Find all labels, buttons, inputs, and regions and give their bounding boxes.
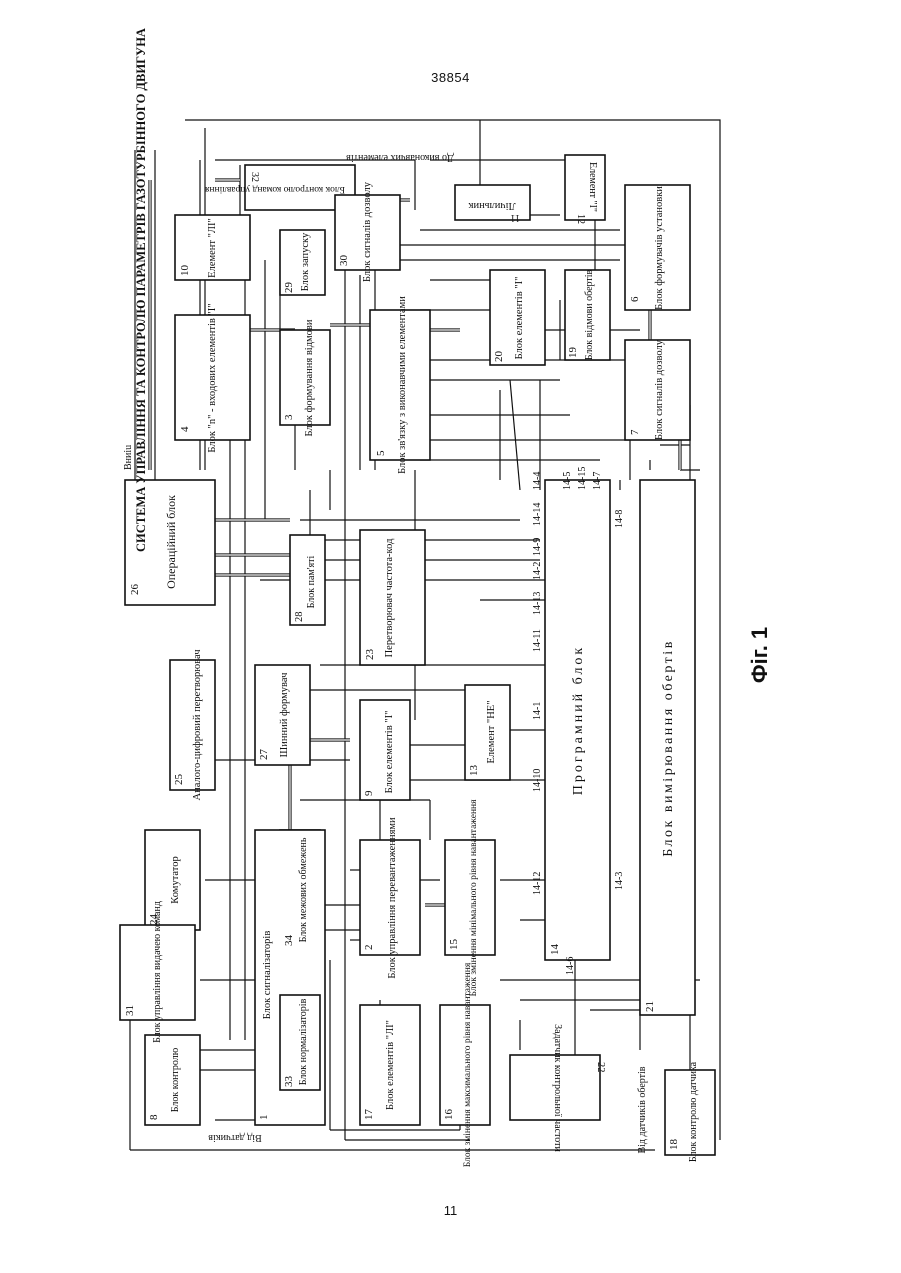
block-10-num: 10: [179, 265, 191, 277]
block-9-num: 9: [363, 790, 375, 796]
block-31-label: Блок управління видачею команд: [152, 901, 163, 1043]
page-number-bottom: 11: [0, 1203, 901, 1218]
block-13-label: Елемент "НЕ": [486, 700, 497, 763]
block-26-label: Операційний блок: [164, 495, 178, 589]
block-34-label: Блок межових обмежень: [298, 837, 309, 942]
block-5-num: 5: [375, 450, 387, 456]
from-speed-sensors-label: Від датчиків обертів: [637, 1066, 648, 1153]
block-22-num: 22: [595, 1062, 606, 1073]
output-14-6: 14-6: [565, 957, 576, 975]
block-19-label: Блок відмови обертів: [584, 269, 595, 360]
output-14-12: 14-12: [532, 872, 543, 895]
block-16-label: Блок змінення максимального рівня навант…: [463, 962, 473, 1167]
block-14-num: 14: [549, 944, 561, 956]
block-6-num: 6: [629, 296, 641, 302]
block-11-label: Лічильник: [467, 200, 515, 211]
block-31-num: 31: [124, 1005, 136, 1016]
block-28-num: 28: [294, 612, 305, 623]
output-14-10: 14-10: [532, 769, 543, 792]
output-14-2: 14-2: [532, 562, 543, 580]
block-17-num: 17: [363, 1109, 375, 1121]
block-33-num: 33: [283, 1076, 295, 1088]
block-7-num: 7: [629, 429, 641, 435]
output-14-14: 14-14: [532, 503, 543, 526]
vniiu-label: Вниiu: [123, 445, 134, 470]
block-25-label: Аналого-цифровий перетворювач: [192, 649, 203, 801]
block-22-label: Задатчик контрольної частоти: [552, 1024, 563, 1152]
block-27-num: 27: [258, 749, 270, 761]
to-actuators-label: До виконавчих елементів: [346, 152, 454, 163]
output-14-3: 14-3: [614, 872, 625, 890]
block-2-label: Блок управління перевантаженнями: [387, 817, 398, 979]
block-20-label: Блок елементів "І": [514, 277, 525, 360]
block-29-label: Блок запуску: [300, 232, 311, 291]
block-18-num: 18: [668, 1139, 680, 1151]
block-21-num: 21: [644, 1001, 656, 1012]
block-2-num: 2: [363, 945, 375, 951]
block-9-label: Блок елементів "І": [384, 711, 395, 794]
block-4-label: Блок "n" - входових елементів "І": [207, 303, 218, 452]
output-14-8: 14-8: [614, 510, 625, 528]
block-33-label: Блок нормалізаторів: [298, 998, 309, 1085]
block-25-num: 25: [173, 774, 185, 786]
block-34-num: 34: [283, 935, 295, 947]
block-8-num: 8: [148, 1114, 160, 1120]
block-1-num: 1: [258, 1115, 270, 1121]
block-23-num: 23: [364, 649, 376, 661]
block-13-num: 13: [468, 765, 480, 777]
block-1-label: Блок сигналізаторів: [262, 931, 273, 1020]
block-23-label: Перетворювач частота-код: [384, 538, 395, 657]
block-12-num: 12: [575, 214, 586, 224]
output-14-11: 14-11: [532, 629, 543, 652]
block-5-label: Блок зв'язку з виконавчими елементами: [397, 296, 408, 474]
output-14-9: 14-9: [532, 538, 543, 556]
block-15-num: 15: [448, 939, 460, 951]
block-11-num: 11: [510, 212, 520, 223]
block-10-label: Елемент "ЛІ": [207, 218, 218, 278]
block-30-num: 30: [338, 255, 350, 267]
block-12: [565, 155, 605, 220]
output-14-13: 14-13: [532, 592, 543, 615]
block-32-num: 32: [249, 172, 260, 182]
block-32-label: Блок контролю команд управління: [204, 184, 345, 194]
block-19-num: 19: [567, 347, 579, 359]
block-24-label: Комутатор: [170, 856, 181, 903]
output-14-7: 14-7: [592, 472, 603, 490]
block-18-label: Блок контролю датчика: [688, 1061, 699, 1162]
block-28-label: Блок пам'яті: [306, 555, 317, 608]
block-29-num: 29: [283, 282, 295, 294]
output-14-1: 14-1: [532, 702, 543, 720]
block-4-num: 4: [179, 426, 191, 432]
figure-caption: Фіг. 1: [747, 575, 773, 735]
block-14-label: Програмний блок: [571, 645, 586, 795]
output-14-4: 14-4: [532, 472, 543, 490]
block-20-num: 20: [493, 351, 505, 363]
block-16-num: 16: [443, 1109, 455, 1121]
block-17-label: Блок елементів "ЛІ": [385, 1020, 396, 1110]
block-3-num: 3: [283, 414, 295, 420]
system-title: СИСТЕМА УПРАВЛІННЯ ТА КОНТРОЛЮ ПАРАМЕТРІ…: [134, 28, 148, 552]
block-27-label: Шинний формувач: [279, 672, 290, 757]
block-3-label: Блок формування відмови: [304, 319, 315, 436]
from-sensors-label: Від датчиків: [208, 1132, 262, 1143]
block-12-label: Елемент "І": [587, 162, 598, 212]
block-6-label: Блок формувачів установки: [654, 186, 665, 310]
output-14-5: 14-5: [562, 472, 573, 490]
block-8-label: Блок контролю: [170, 1047, 181, 1112]
output-14-15: 14-15: [577, 467, 588, 490]
block-21-label: Блок вимірювання обертів: [661, 639, 676, 857]
block-7-label: Блок сигналів дозволу: [654, 339, 665, 440]
block-30-label: Блок сигналів дозволу: [362, 181, 373, 282]
block-26-num: 26: [129, 584, 141, 596]
